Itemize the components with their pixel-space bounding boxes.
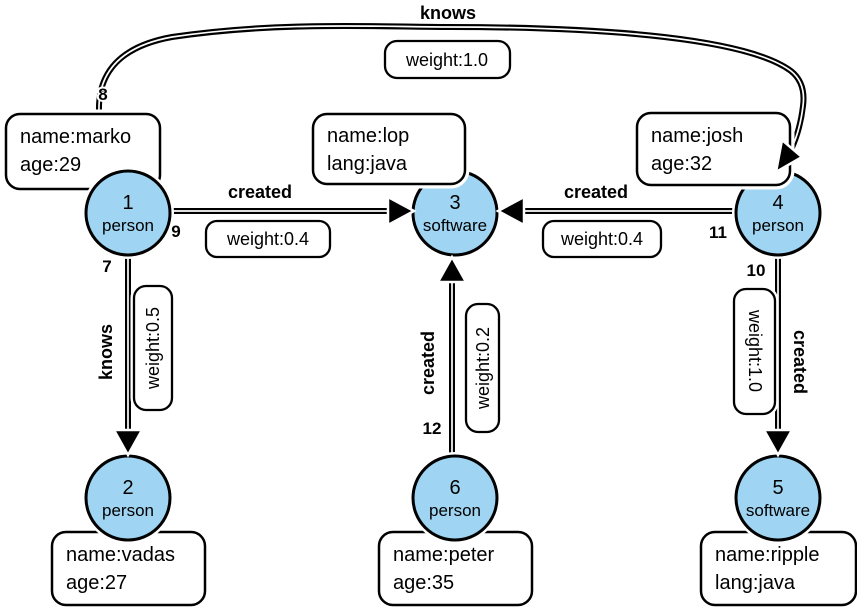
weight-text: weight:1.0 [405,50,488,70]
vertex-label: person [102,501,154,520]
arrowhead-edge-12 [435,254,469,284]
vertex-id: 4 [772,192,783,214]
vertex-id: 1 [122,192,133,214]
weight-text: weight:0.4 [226,229,309,249]
property-box-lop: name:lop lang:java [308,109,470,189]
weight-box-edge-12: weight:0.2 [462,300,503,436]
property-text: lang:java [715,572,796,594]
vertex-label: person [102,216,154,235]
weight-box-edge-8: weight:1.0 [381,37,514,82]
arrowhead-edge-7 [111,428,145,458]
property-text: name:vadas [66,544,175,566]
edge-label-knows-8: knows [420,3,476,23]
vertex-3 [409,167,501,259]
property-text: age:27 [66,572,127,594]
vertex-label: person [429,501,481,520]
weight-text: weight:0.2 [473,327,493,410]
property-text: name:marko [20,126,131,148]
edge-id-9: 9 [171,222,180,241]
property-box-josh: name:josh age:32 [632,108,795,190]
vertex-id: 2 [122,477,133,499]
vertex-label: software [423,216,487,235]
edge-label-knows-7: knows [96,324,116,380]
edge-knows-8-line [93,20,809,171]
property-box-vadas: name:vadas age:27 [47,527,210,607]
weight-text: weight:1.0 [745,309,765,392]
property-text: age:32 [651,153,712,175]
vertex-1 [82,167,174,259]
edge-id-7: 7 [102,257,111,276]
edge-id-12: 12 [423,419,442,438]
arrowhead-edge-11 [495,194,526,228]
vertex-circle [411,454,499,542]
property-box-peter: name:peter age:35 [374,527,537,607]
property-text: age:35 [393,572,454,594]
vertex-6 [409,452,501,544]
property-text: name:josh [651,125,743,147]
vertex-5 [732,452,824,544]
edge-label-created-9: created [228,182,292,202]
property-text: name:peter [393,544,495,566]
arrowhead-edge-10 [761,428,795,458]
vertex-label: person [752,216,804,235]
property-text: age:29 [20,154,81,176]
property-text: lang:java [327,153,408,175]
edge-id-8: 8 [98,85,107,104]
weight-box-edge-11: weight:0.4 [539,217,665,261]
weight-text: weight:0.5 [143,307,163,390]
vertex-4 [732,167,824,259]
edge-label-created-10: created [790,330,810,394]
property-text: name:lop [327,125,409,147]
edge-id-11: 11 [709,223,727,242]
edge-label-created-11: created [564,182,628,202]
property-text: name:ripple [715,544,820,566]
vertex-label: software [746,501,810,520]
property-box-ripple: name:ripple lang:java [696,527,857,607]
weight-box-edge-10: weight:1.0 [730,285,779,418]
arrowhead-edge-8 [774,137,805,175]
vertex-id: 3 [449,192,460,214]
edge-label-created-12: created [418,331,438,395]
vertex-id: 6 [449,477,460,499]
vertex-id: 5 [772,477,783,499]
weight-box-edge-7: weight:0.5 [130,282,176,414]
vertex-circle [84,169,172,257]
weight-text: weight:0.4 [560,229,643,249]
arrowhead-edge-9 [386,194,417,228]
edge-id-10: 10 [747,261,766,280]
weight-box-edge-9: weight:0.4 [202,217,334,261]
